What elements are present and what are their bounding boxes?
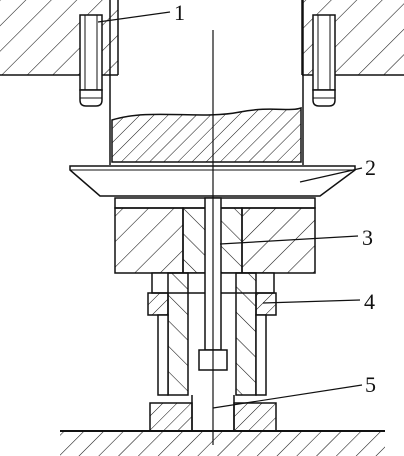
center-rod (198, 30, 228, 445)
callout-4-label: 4 (364, 289, 375, 314)
ground-base (60, 430, 385, 456)
left-screw (79, 14, 103, 107)
callout-labels: 1 2 3 4 5 (174, 0, 376, 397)
right-screw (312, 14, 336, 107)
leader-lines (97, 11, 363, 409)
callout-1-label: 1 (174, 0, 185, 25)
callout-3-label: 3 (362, 225, 373, 250)
callout-5-label: 5 (365, 372, 376, 397)
workpiece-tube (109, 0, 304, 165)
callout-2-label: 2 (365, 155, 376, 180)
